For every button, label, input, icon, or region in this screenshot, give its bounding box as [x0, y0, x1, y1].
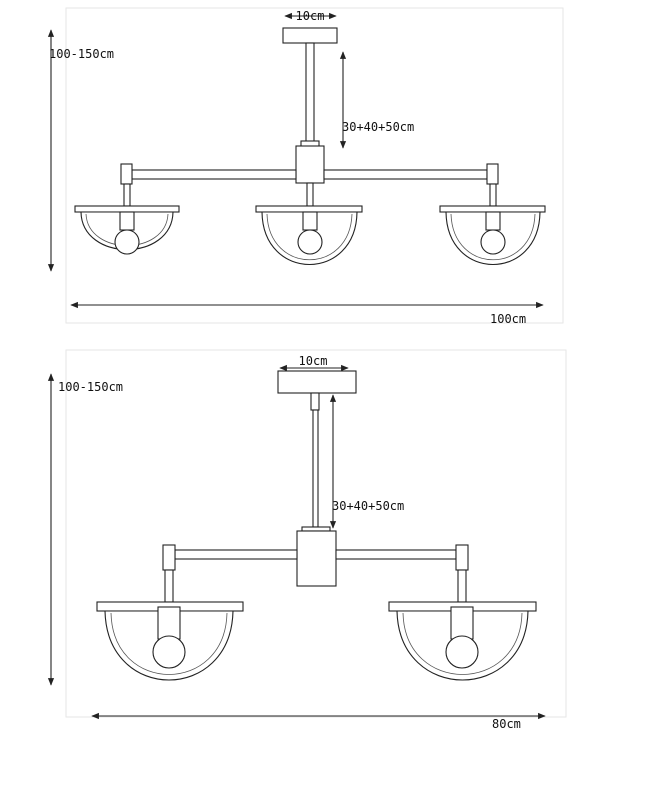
canopy-width-label: 10cm	[296, 9, 325, 23]
bulb-icon	[297, 229, 323, 255]
bulb-socket	[450, 606, 474, 640]
arm-left	[131, 169, 297, 180]
arm-right	[335, 549, 457, 560]
arm-end-left	[162, 544, 176, 571]
rod-top-cap	[310, 392, 320, 411]
total-height-label: 100-150cm	[49, 47, 114, 61]
hub-block	[296, 530, 337, 587]
drop-stem-left	[164, 569, 174, 603]
suspension-rod	[312, 409, 319, 528]
shade-right	[388, 601, 537, 681]
drop-stem-right	[457, 569, 467, 603]
hub-cap	[301, 526, 331, 532]
shade-rim	[255, 205, 363, 213]
bulb-socket	[119, 211, 135, 231]
bulb-icon	[152, 635, 186, 669]
overall-width-label: 100cm	[490, 312, 526, 326]
diagram-frame	[65, 7, 564, 324]
drop-stem-right	[489, 183, 497, 207]
total-height-label: 100-150cm	[58, 380, 123, 394]
arm-end-left	[120, 163, 133, 185]
canopy-width-label: 10cm	[299, 354, 328, 368]
overall-width-label: 80cm	[492, 717, 521, 731]
bulb-icon	[480, 229, 506, 255]
bulb-icon	[445, 635, 479, 669]
bulb-socket	[157, 606, 181, 640]
ceiling-canopy	[277, 370, 357, 394]
shade-rim	[439, 205, 546, 213]
shade-left	[74, 205, 180, 255]
shade-left	[96, 601, 244, 681]
diagram-three-light: 10cm 30+40+50cm	[47, 7, 564, 326]
shade-center	[255, 205, 363, 266]
hub-block	[295, 145, 325, 184]
arm-right	[323, 169, 488, 180]
arm-end-right	[486, 163, 499, 185]
arm-left	[174, 549, 298, 560]
bulb-icon	[114, 229, 140, 255]
diagram-two-light: 10cm 30+40+50cm	[47, 349, 567, 731]
drop-stem-center	[306, 182, 314, 207]
arm-end-right	[455, 544, 469, 571]
rod-length-label: 30+40+50cm	[332, 499, 404, 513]
bulb-socket	[485, 211, 501, 231]
ceiling-canopy	[282, 27, 338, 44]
drop-stem-left	[123, 183, 131, 207]
shade-right	[439, 205, 546, 266]
rod-length-label: 30+40+50cm	[342, 120, 414, 134]
shade-rim	[74, 205, 180, 213]
suspension-rod	[305, 42, 315, 147]
bulb-socket	[302, 211, 318, 231]
